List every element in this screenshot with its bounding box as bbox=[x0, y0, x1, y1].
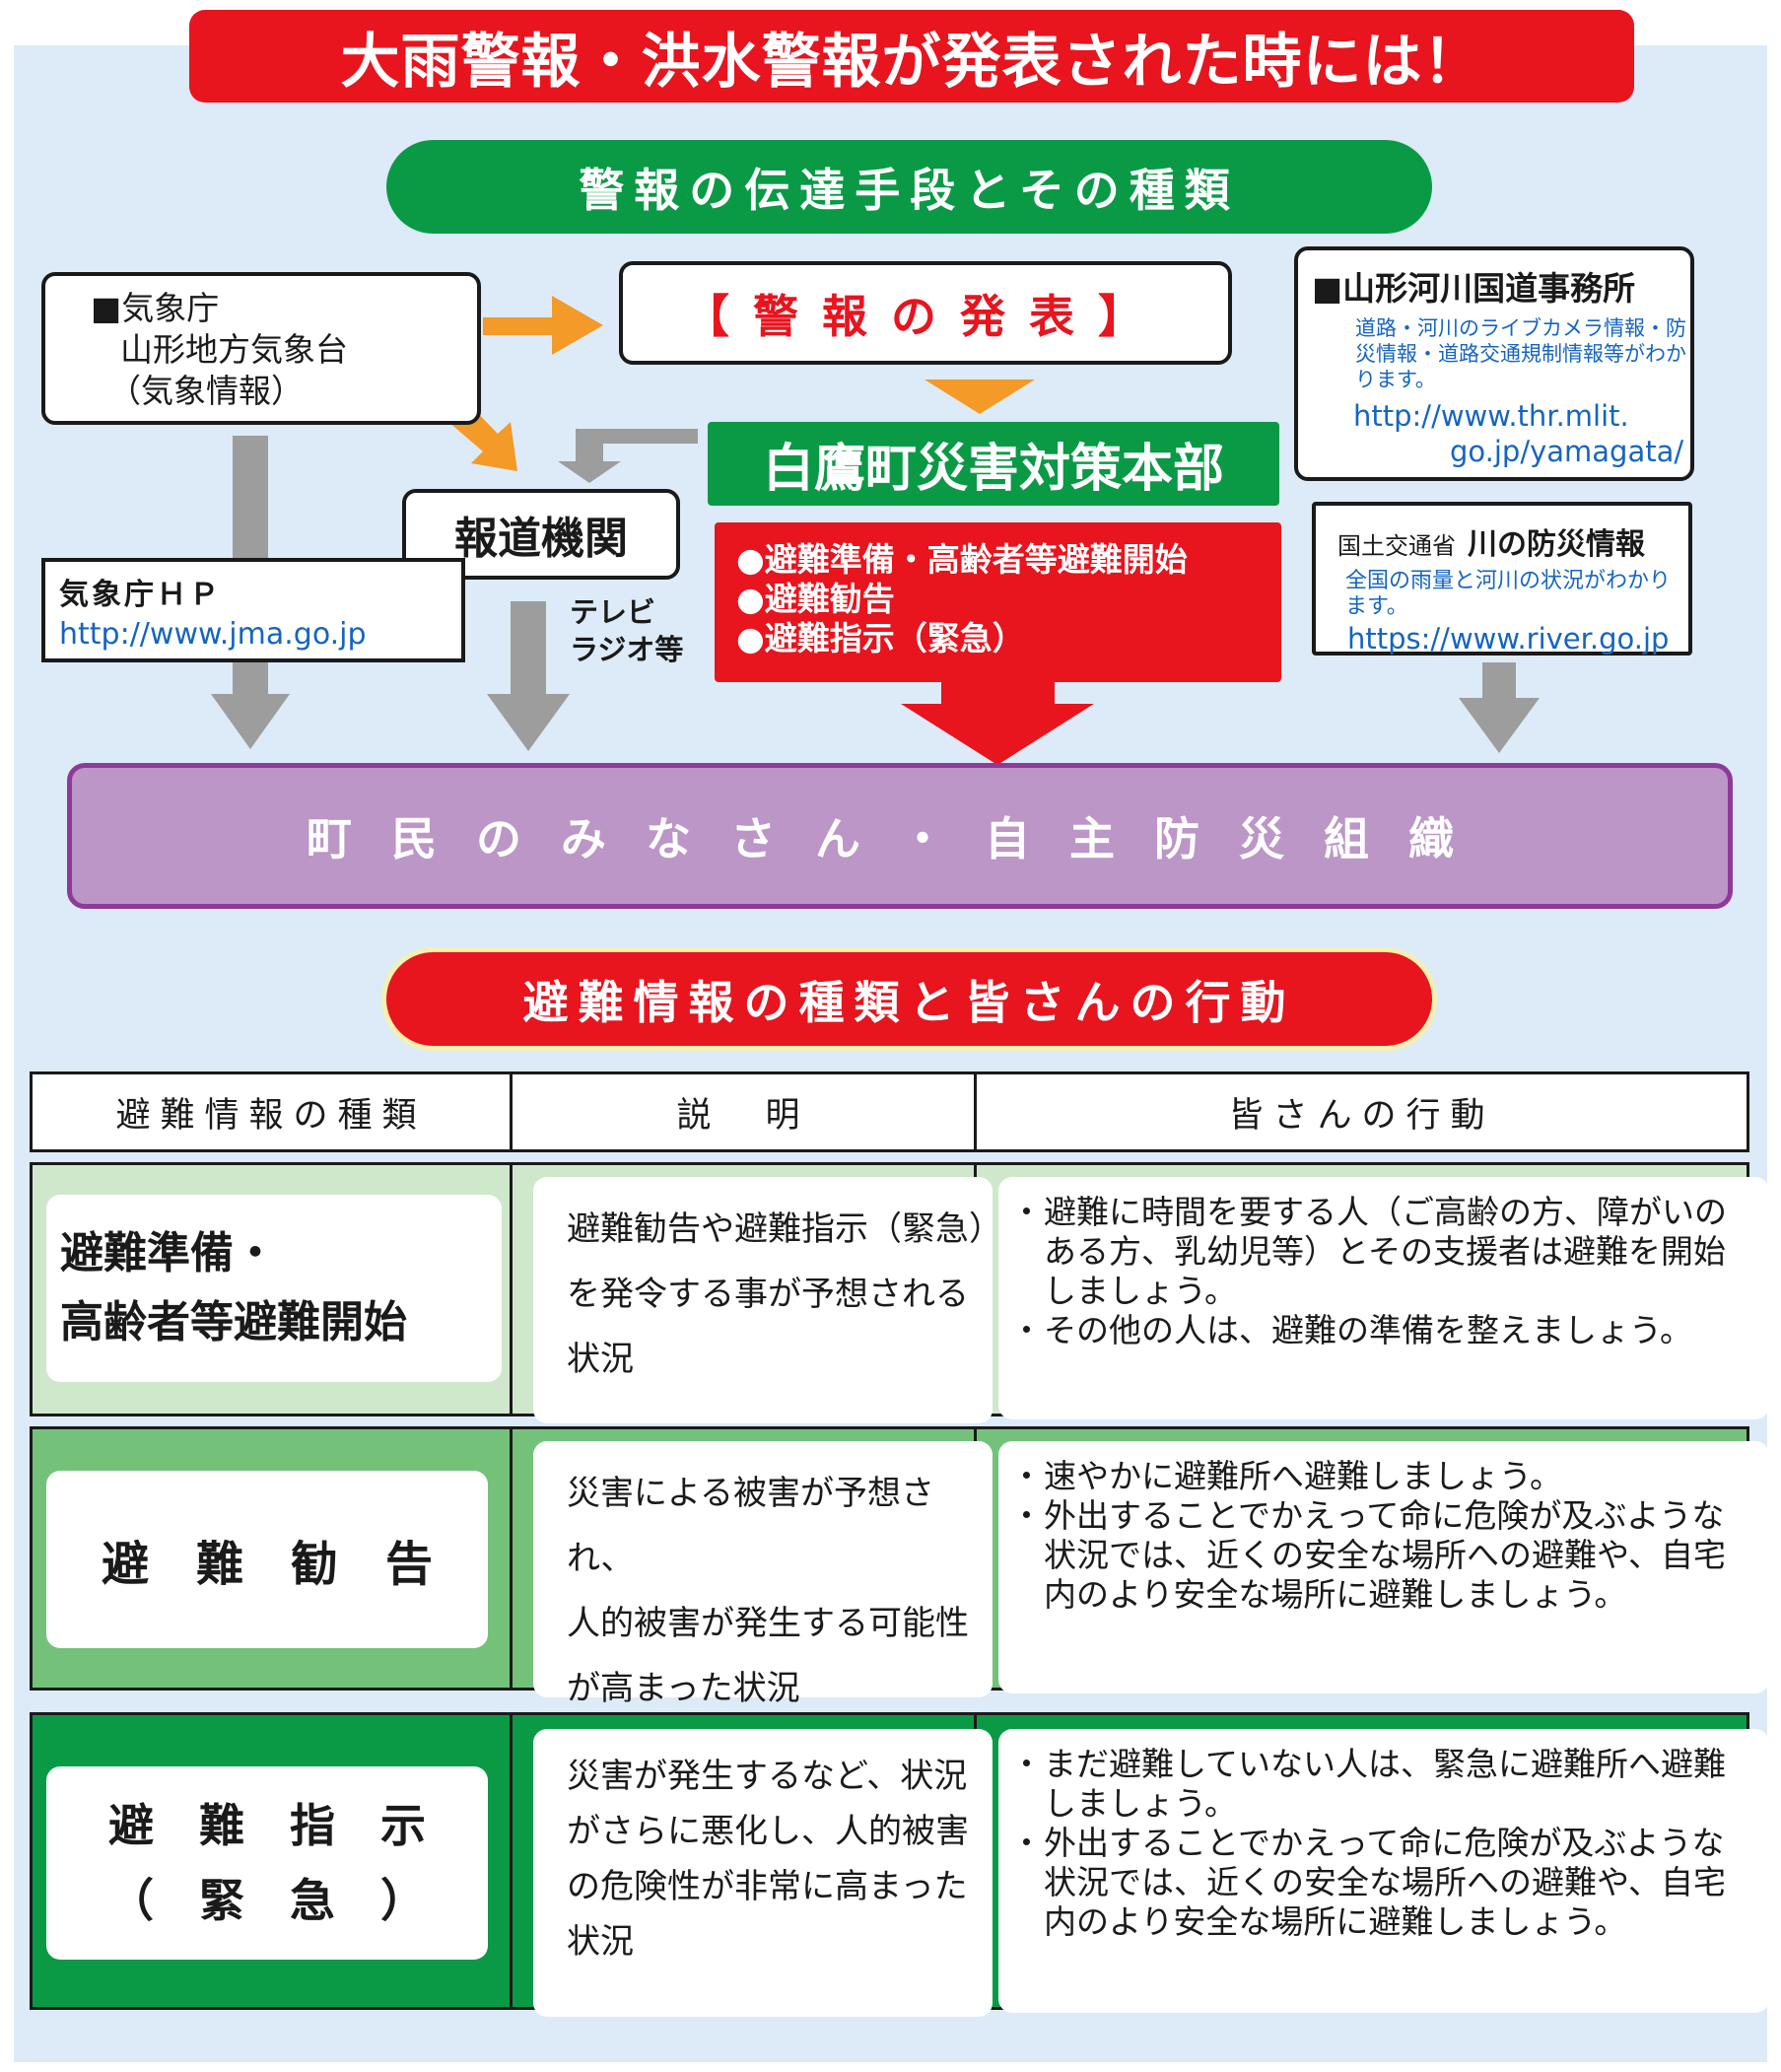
jma-office: 山形地方気象台 bbox=[120, 330, 348, 369]
river-ministry: 国土交通省 bbox=[1337, 532, 1456, 560]
warning-release: 【警報の発表】 bbox=[619, 261, 1232, 365]
arrow-hq-to-residents bbox=[901, 682, 1094, 765]
desc-line: 災害が発生するなど、状況 bbox=[567, 1757, 968, 1796]
action-item: まだ避難していない人は、緊急に避難所へ避難しましょう。 bbox=[1010, 1745, 1753, 1824]
river-title: 川の防災情報 bbox=[1468, 527, 1645, 562]
desc-line: 人的被害が発生する可能性 bbox=[567, 1604, 969, 1643]
desc-line: の危険性が非常に高まった bbox=[567, 1867, 968, 1906]
section-heading-transmission: 警報の伝達手段とその種類 bbox=[386, 140, 1432, 234]
arrow-jma-hp-head bbox=[211, 694, 290, 749]
jma-mark: ■ bbox=[91, 289, 122, 327]
jma-hp-url[interactable]: http://www.jma.go.jp bbox=[59, 617, 367, 652]
table-row: 避 難 勧 告 災害による被害が予想され、 人的被害が発生する可能性 が高まった… bbox=[30, 1426, 1769, 1708]
evacuation-alerts: ●避難準備・高齢者等避難開始 ●避難勧告 ●避難指示（緊急） bbox=[715, 522, 1281, 682]
mlit-description: 道路・河川のライブカメラ情報・防災情報・道路交通規制情報等がわかります。 bbox=[1355, 316, 1686, 391]
name-line: 避 難 勧 告 bbox=[101, 1537, 433, 1592]
desc-line: 状況 bbox=[567, 1340, 634, 1379]
jma-box: ■気象庁 山形地方気象台 （気象情報） bbox=[41, 272, 481, 425]
desc-line: がさらに悪化し、人的被害 bbox=[567, 1812, 969, 1851]
jma-hp-box: 気象庁ＨＰ http://www.jma.go.jp bbox=[41, 558, 465, 662]
evac-description: 災害が発生するなど、状況 がさらに悪化し、人的被害 の危険性が非常に高まった 状… bbox=[533, 1729, 993, 2017]
mlit-heading: ■山形河川国道事務所 bbox=[1312, 269, 1636, 308]
name-line: 高齢者等避難開始 bbox=[60, 1297, 407, 1347]
river-description: 全国の雨量と河川の状況がわかります。 bbox=[1345, 569, 1672, 619]
alert-item: ●避難準備・高齢者等避難開始 bbox=[736, 540, 1188, 579]
mlit-url-line1[interactable]: http://www.thr.mlit. bbox=[1353, 399, 1629, 433]
header-type: 避難情報の種類 bbox=[115, 1095, 427, 1136]
desc-line: 状況 bbox=[567, 1922, 634, 1962]
row-divider bbox=[510, 1429, 513, 1688]
action-item: 避難に時間を要する人（ご高齢の方、障がいのある方、乳幼児等）とその支援者は避難を… bbox=[1010, 1193, 1753, 1311]
row-divider bbox=[510, 1715, 513, 2007]
evac-actions: まだ避難していない人は、緊急に避難所へ避難しましょう。 外出することでかえって命… bbox=[998, 1729, 1769, 2013]
action-item: その他の人は、避難の準備を整えましょう。 bbox=[1010, 1311, 1753, 1350]
evac-type-name: 避 難 指 示 （ 緊 急 ） bbox=[46, 1766, 488, 1960]
section-heading-evacuation: 避難情報の種類と皆さんの行動 bbox=[386, 952, 1432, 1046]
radio-label: ラジオ等 bbox=[570, 633, 684, 666]
action-item: 速やかに避難所へ避難しましょう。 bbox=[1010, 1457, 1753, 1496]
residents-box: 町民のみなさん・自主防災組織 bbox=[67, 763, 1733, 909]
disaster-hq: 白鷹町災害対策本部 bbox=[708, 422, 1279, 506]
desc-line: 災害による被害が予想され、 bbox=[567, 1474, 934, 1578]
alert-item: ●避難勧告 bbox=[736, 580, 895, 618]
evac-description: 避難勧告や避難指示（緊急） を発令する事が予想される 状況 bbox=[533, 1177, 1002, 1423]
jma-name: 気象庁 bbox=[121, 289, 220, 327]
jma-hp-label: 気象庁ＨＰ bbox=[59, 578, 222, 612]
action-item: 外出することでかえって命に危険が及ぶような状況では、近くの安全な場所への避難や、… bbox=[1010, 1496, 1753, 1615]
header-divider bbox=[510, 1074, 513, 1149]
desc-line: 避難勧告や避難指示（緊急） bbox=[567, 1209, 1002, 1249]
arrow-river-shaft bbox=[1482, 662, 1516, 698]
arrow-release-to-hq bbox=[925, 380, 1035, 414]
header-divider bbox=[974, 1074, 977, 1149]
table-row: 避難準備・ 高齢者等避難開始 避難勧告や避難指示（緊急） を発令する事が予想され… bbox=[30, 1162, 1769, 1423]
name-line: 避 難 指 示 bbox=[108, 1799, 426, 1852]
tv-radio-label: テレビ ラジオ等 bbox=[570, 593, 683, 668]
page-title: 大雨警報・洪水警報が発表された時には！ bbox=[189, 10, 1634, 103]
arrow-river-head bbox=[1459, 698, 1540, 753]
header-action: 皆さんの行動 bbox=[1228, 1095, 1495, 1136]
table-header: 避難情報の種類 説 明 皆さんの行動 bbox=[30, 1071, 1749, 1152]
evac-type-name: 避 難 勧 告 bbox=[46, 1471, 488, 1648]
arrow-hq-to-press bbox=[558, 429, 698, 483]
action-item: 外出することでかえって命に危険が及ぶような状況では、近くの安全な場所への避難や、… bbox=[1010, 1824, 1753, 1942]
evac-actions: 速やかに避難所へ避難しましょう。 外出することでかえって命に危険が及ぶような状況… bbox=[998, 1441, 1769, 1693]
tv-label: テレビ bbox=[570, 595, 656, 629]
river-url[interactable]: https://www.river.go.jp bbox=[1347, 622, 1670, 656]
alert-item: ●避難指示（緊急） bbox=[736, 619, 1025, 657]
evac-description: 災害による被害が予想され、 人的被害が発生する可能性 が高まった状況 bbox=[533, 1441, 993, 1708]
header-description: 説 明 bbox=[676, 1095, 810, 1136]
row-divider bbox=[510, 1165, 513, 1414]
evac-type-name: 避難準備・ 高齢者等避難開始 bbox=[46, 1195, 502, 1382]
arrow-press-head bbox=[487, 694, 570, 751]
mlit-url-line2[interactable]: go.jp/yamagata/ bbox=[1450, 435, 1684, 468]
name-line: （ 緊 急 ） bbox=[108, 1874, 426, 1927]
desc-line: を発令する事が予想される bbox=[567, 1275, 969, 1314]
river-info-box: 国土交通省川の防災情報 全国の雨量と河川の状況がわかります。 https://w… bbox=[1312, 502, 1692, 656]
mlit-office-box: ■山形河川国道事務所 道路・河川のライブカメラ情報・防災情報・道路交通規制情報等… bbox=[1294, 246, 1694, 481]
arrow-jma-to-release bbox=[483, 296, 603, 355]
table-row: 避 難 指 示 （ 緊 急 ） 災害が発生するなど、状況 がさらに悪化し、人的被… bbox=[30, 1712, 1769, 2017]
arrow-press-shaft bbox=[511, 601, 546, 694]
desc-line: が高まった状況 bbox=[567, 1669, 800, 1708]
evac-actions: 避難に時間を要する人（ご高齢の方、障がいのある方、乳幼児等）とその支援者は避難を… bbox=[998, 1177, 1769, 1419]
name-line: 避難準備・ bbox=[60, 1228, 277, 1278]
jma-info: （気象情報） bbox=[108, 372, 304, 410]
